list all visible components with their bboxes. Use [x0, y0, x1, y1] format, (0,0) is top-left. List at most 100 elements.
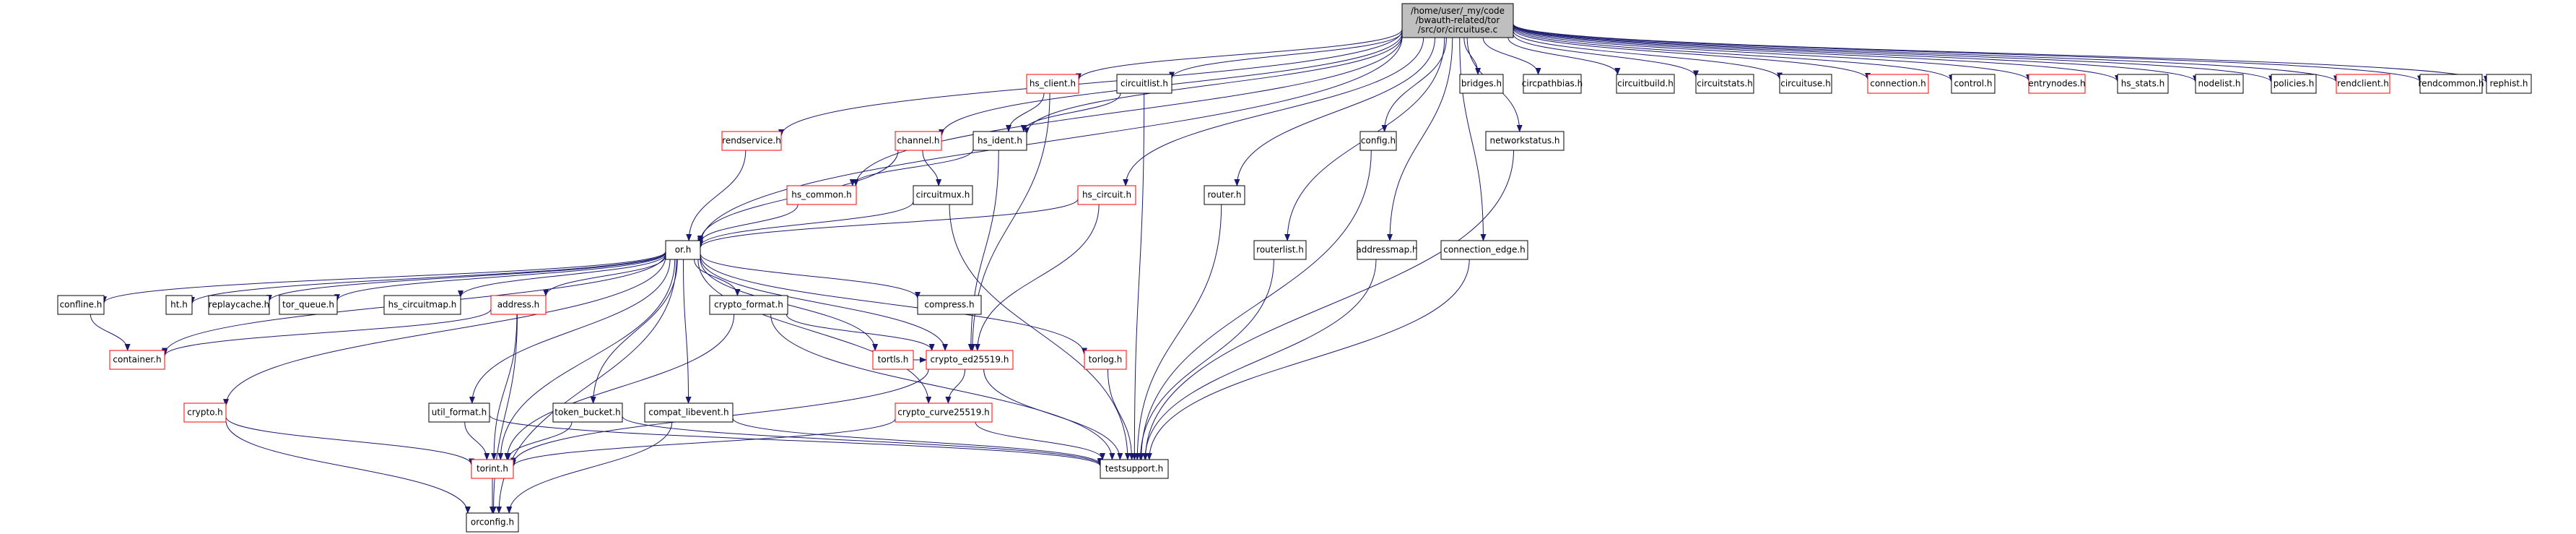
node-hs-circuit[interactable]: hs_circuit.h — [1077, 185, 1136, 205]
node-label: routerlist.h — [1256, 245, 1304, 255]
node-util-format: util_format.h — [428, 402, 490, 423]
edge-hs_client-to-hs_ident — [1006, 92, 1045, 132]
edge-config-to-testsupport — [1138, 150, 1372, 460]
node-nodelist: nodelist.h — [2195, 74, 2244, 94]
node-crypto-curve25519[interactable]: crypto_curve25519.h — [895, 402, 993, 423]
edge-or-to-crypto_curve25519 — [697, 259, 932, 404]
node-label: config.h — [1361, 136, 1396, 146]
node-label: policies.h — [2273, 79, 2315, 89]
node-ht: ht.h — [165, 295, 193, 315]
node-networkstatus: networkstatus.h — [1485, 131, 1565, 151]
node-circuitstats: circuitstats.h — [1695, 74, 1754, 94]
node-replaycache: replaycache.h — [208, 295, 270, 315]
node-box — [490, 295, 547, 315]
node-label: crypto.h — [187, 408, 223, 418]
node-label: circpathbias.h — [1522, 79, 1583, 89]
node-torlog[interactable]: torlog.h — [1084, 350, 1127, 370]
node-label: token_bucket.h — [554, 408, 620, 418]
node-torint[interactable]: torint.h — [471, 459, 514, 479]
node-box — [2195, 74, 2244, 94]
edge-networkstatus-to-testsupport — [1142, 150, 1515, 460]
node-label: tor_queue.h — [282, 300, 334, 310]
edge-hs_ident-to-hs_common — [849, 149, 974, 186]
node-label: circuitbuild.h — [1617, 79, 1674, 89]
node-label: compat_libevent.h — [648, 408, 728, 418]
edge-routerlist-to-testsupport — [1137, 259, 1274, 460]
node-hs-common[interactable]: hs_common.h — [786, 185, 857, 205]
node-crypto-format: crypto_format.h — [709, 295, 788, 315]
edge-root-to-nodelist — [1513, 25, 2198, 83]
edge-root-to-rendclient — [1513, 24, 2339, 83]
node-label: testsupport.h — [1105, 464, 1164, 474]
node-connection[interactable]: connection.h — [1867, 74, 1929, 94]
edge-address-to-container — [162, 309, 492, 357]
node-label: crypto_curve25519.h — [897, 408, 990, 418]
edge-root-to-circuitlist — [1169, 31, 1403, 79]
node-circpathbias: circpathbias.h — [1522, 74, 1583, 94]
node-box — [466, 512, 519, 533]
node-crypto[interactable]: crypto.h — [183, 402, 227, 423]
node-label: container.h — [113, 355, 161, 365]
edge-or-to-util_format — [469, 259, 671, 404]
edge-circuitlist-to-testsupport — [1131, 92, 1145, 460]
node-entrynodes[interactable]: entrynodes.h — [2028, 74, 2086, 94]
node-label: util_format.h — [432, 408, 487, 418]
node-box — [1523, 74, 1582, 94]
node-tortls[interactable]: tortls.h — [872, 350, 914, 370]
edge-rendservice-to-or — [686, 150, 747, 241]
node-hs-stats: hs_stats.h — [2117, 74, 2169, 94]
edge-crypto_curve25519-to-torint — [510, 418, 896, 468]
edge-root-to-rendcommon — [1513, 24, 2423, 83]
edge-or-to-replaycache — [266, 251, 666, 302]
node-label: bridges.h — [1461, 79, 1502, 89]
node-label: ht.h — [170, 300, 188, 310]
node-box — [2486, 74, 2532, 94]
node-box — [208, 295, 270, 315]
edge-or-to-torlog — [700, 254, 1087, 356]
edge-root-to-entrynodes — [1513, 26, 2032, 82]
node-channel[interactable]: channel.h — [895, 131, 942, 151]
node-box — [1459, 74, 1504, 94]
node-box — [709, 295, 788, 315]
node-label: /home/user/_my/code — [1411, 6, 1505, 16]
node-box — [1077, 185, 1136, 205]
node-box — [1779, 74, 1832, 94]
node-rendcommon: rendcommon.h — [2419, 74, 2484, 94]
node-box — [721, 131, 782, 151]
node-box — [895, 402, 993, 423]
node-label: connection.h — [1870, 79, 1926, 89]
edge-crypto-to-orconfig — [225, 421, 471, 514]
node-rendservice[interactable]: rendservice.h — [721, 131, 782, 151]
node-label: hs_circuit.h — [1082, 190, 1131, 200]
node-hs-client[interactable]: hs_client.h — [1026, 74, 1079, 94]
edge-circuitmux-to-or — [697, 201, 914, 247]
node-address[interactable]: address.h — [490, 295, 547, 315]
edge-root-to-rendservice — [778, 30, 1403, 137]
node-container[interactable]: container.h — [109, 350, 165, 370]
node-config: config.h — [1359, 131, 1397, 151]
edge-hs_ident-to-crypto_ed25519 — [967, 150, 999, 351]
node-box — [428, 402, 490, 423]
node-box — [383, 295, 461, 315]
node-compat-libevent: compat_libevent.h — [644, 402, 734, 423]
node-box — [57, 295, 105, 315]
node-box — [665, 240, 701, 260]
edge-root-to-addressmap — [1387, 37, 1453, 241]
edge-address-to-orconfig — [490, 314, 518, 514]
node-box — [2419, 74, 2483, 94]
node-label: torlog.h — [1089, 355, 1123, 365]
node-label: hs_client.h — [1030, 79, 1076, 89]
edge-connection_edge-to-testsupport — [1146, 259, 1470, 460]
node-label: channel.h — [897, 136, 940, 146]
edge-or-to-crypto — [223, 256, 666, 407]
node-label: confline.h — [60, 300, 103, 310]
edge-root-to-hs_circuit — [1123, 37, 1424, 186]
node-confline: confline.h — [57, 295, 105, 315]
node-rendclient[interactable]: rendclient.h — [2336, 74, 2390, 94]
edge-or-to-token_bucket — [590, 259, 678, 404]
node-box — [1359, 131, 1397, 151]
node-circuitlist: circuitlist.h — [1116, 74, 1172, 94]
node-circuituse: circuituse.h — [1779, 74, 1832, 94]
node-crypto-ed25519[interactable]: crypto_ed25519.h — [926, 350, 1014, 370]
node-box — [2028, 74, 2086, 94]
